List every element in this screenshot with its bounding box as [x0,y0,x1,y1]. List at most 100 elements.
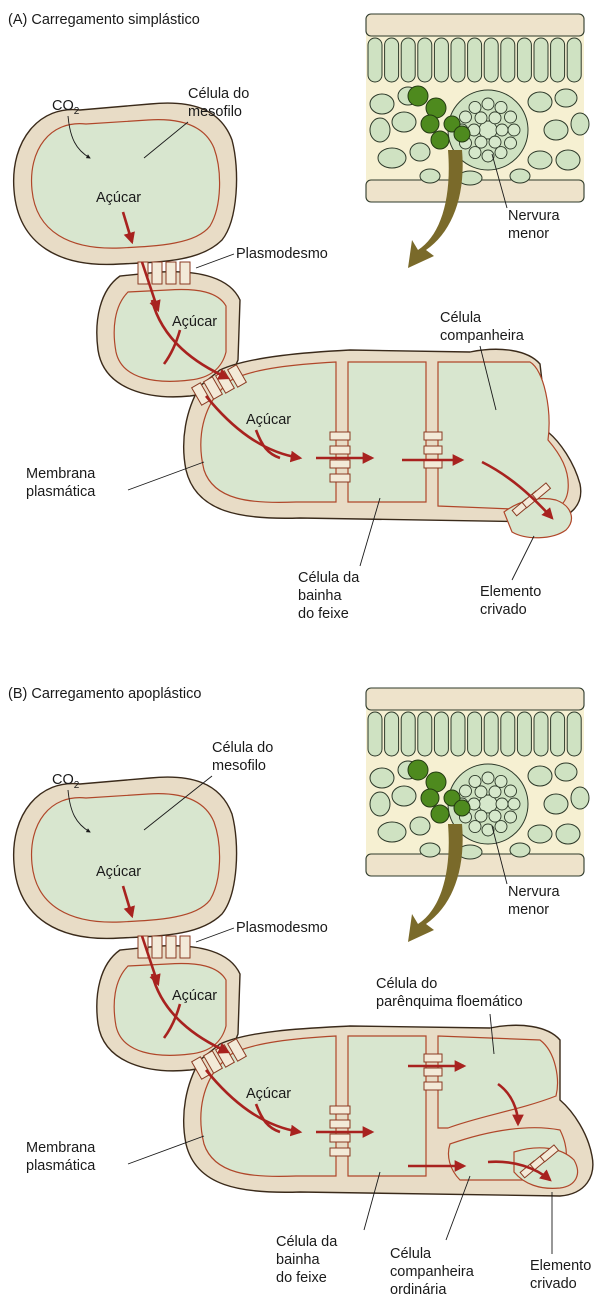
loading-cell [421,789,439,807]
sugar-label-b-2: Açúcar [172,988,217,1004]
sheath-label-a-3: do feixe [298,606,349,622]
spongy-cell [555,763,577,781]
palisade-cell [368,712,382,756]
vascular-cell [505,111,517,123]
vascular-cell [469,821,481,833]
spongy-cell [420,169,440,183]
companion-label-a-2: companheira [440,328,525,344]
spongy-cell [528,766,552,786]
spongy-cell [510,169,530,183]
vein-label-a-1: Nervura [508,208,561,224]
sieve-label-a-2: crivado [480,602,527,618]
vascular-cell [495,101,507,113]
vascular-cell [505,811,517,823]
vascular-cell [495,775,507,787]
spongy-cell [544,120,568,140]
membrane-label-b-2: plasmática [26,1158,96,1174]
spongy-cell [392,786,416,806]
palisade-cell [434,38,448,82]
spongy-cell [392,112,416,132]
companion-label-a-1: Célula [440,310,482,326]
spongy-cell [410,817,430,835]
loading-cell [454,126,470,142]
parenchyma-label-b-1: Célula do [376,976,437,992]
palisade-cell [401,38,415,82]
plasmodesma-label-b: Plasmodesmo [236,920,328,936]
sugar-label-a-3: Açúcar [246,412,291,428]
loading-cell [421,115,439,133]
sugar-label-b-1: Açúcar [96,864,141,880]
vascular-cell [508,798,520,810]
spongy-cell [420,843,440,857]
vascular-cell [459,111,471,123]
palisade-cell [385,712,399,756]
loading-cell [431,131,449,149]
vascular-cell [505,137,517,149]
panel-a-symplastic: (A) Carregamento simplástico Nervura men… [8,12,589,622]
spongy-cell [370,768,394,788]
spongy-cell [510,843,530,857]
loading-cell [408,86,428,106]
sheath-label-a-1: Célula da [298,570,360,586]
palisade-cell [368,38,382,82]
vascular-cell [482,98,494,110]
leaf-cross-section-inset-b [366,688,589,942]
palisade-cell [434,712,448,756]
companion-label-b-3: ordinária [390,1282,447,1297]
sugar-label-a-1: Açúcar [96,190,141,206]
leaf-cross-section-inset [366,14,589,268]
palisade-cell [468,38,482,82]
companion-label-b-1: Célula [390,1246,432,1262]
palisade-cell [534,38,548,82]
vascular-cell [505,785,517,797]
vascular-cell [469,101,481,113]
palisade-cell [551,38,565,82]
spongy-cell [410,143,430,161]
palisade-cell [534,712,548,756]
palisade-cell [517,712,531,756]
palisade-cell [484,38,498,82]
parenchyma-label-b-2: parênquima floemático [376,994,523,1010]
spongy-cell [556,150,580,170]
sheath-label-b-3: do feixe [276,1270,327,1286]
palisade-cell [567,712,581,756]
companion-label-b-2: companheira [390,1264,475,1280]
vascular-cell [459,785,471,797]
palisade-cell [401,712,415,756]
vascular-cell [495,821,507,833]
palisade-cell [451,712,465,756]
sieve-label-b-1: Elemento [530,1258,591,1274]
membrane-label-b-1: Membrana [26,1140,96,1156]
palisade-cell [385,38,399,82]
palisade-cell [468,712,482,756]
palisade-cell [501,712,515,756]
sheath-label-a-2: bainha [298,588,342,604]
sieve-label-b-2: crivado [530,1276,577,1292]
spongy-cell [528,92,552,112]
vascular-cell [469,775,481,787]
sugar-label-a-2: Açúcar [172,314,217,330]
spongy-cell [544,794,568,814]
panel-b-title: (B) Carregamento apoplástico [8,686,201,702]
vascular-cell [496,124,508,136]
plasmodesma-label-a: Plasmodesmo [236,246,328,262]
loading-cell [454,800,470,816]
vascular-cell [496,798,508,810]
membrane-label-a-1: Membrana [26,466,96,482]
spongy-cell [528,825,552,843]
palisade-cell [451,38,465,82]
loading-cell [408,760,428,780]
palisade-cell [567,38,581,82]
mesophyll-label-b-2: mesofilo [212,758,266,774]
panel-b-apoplastic: (B) Carregamento apoplástico Nervura men… [8,686,593,1297]
sugar-label-b-3: Açúcar [246,1086,291,1102]
palisade-cell [418,712,432,756]
vein-label-b-1: Nervura [508,884,561,900]
spongy-cell [571,787,589,809]
sieve-label-a-1: Elemento [480,584,541,600]
vascular-cell [508,124,520,136]
vein-label-b-2: menor [508,902,549,918]
spongy-cell [528,151,552,169]
panel-a-title: (A) Carregamento simplástico [8,12,200,28]
palisade-cell [551,712,565,756]
